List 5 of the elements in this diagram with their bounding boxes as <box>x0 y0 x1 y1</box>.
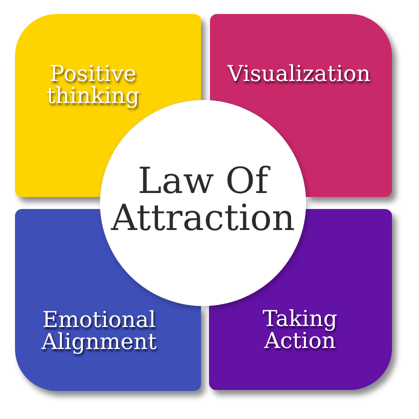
quadrant-label: Positive thinking <box>46 64 140 109</box>
center-title: Law Of Attraction <box>110 164 296 238</box>
quadrant-label: Emotional Alignment <box>40 310 158 355</box>
quadrant-label: Taking Action <box>262 309 338 354</box>
quadrant-label: Visualization <box>226 64 372 86</box>
